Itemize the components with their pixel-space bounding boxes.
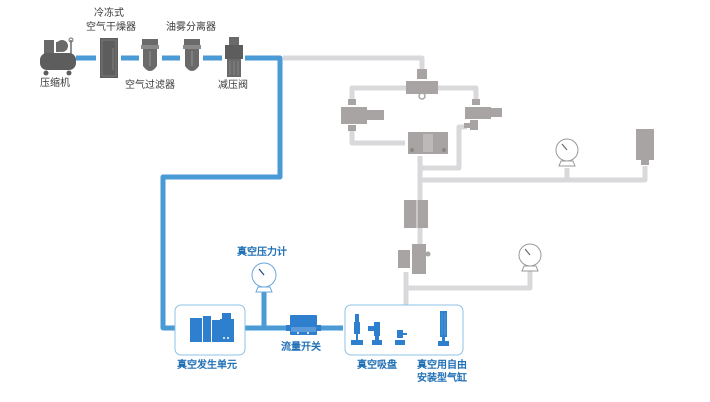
vacuum-unit-label: 真空发生单元: [177, 360, 237, 371]
compressor-label: 压缩机: [40, 78, 70, 89]
dryer-label-line2: 空气干燥器: [86, 22, 136, 33]
mist-separator-icon: [183, 39, 201, 71]
regulator-icon: [225, 37, 243, 77]
pressure-gauge-lower-icon: [518, 243, 542, 272]
flow-switch-label: 流量开关: [281, 342, 321, 353]
blue-pipe-regulator-out: [160, 55, 283, 331]
air-dryer-icon: [100, 38, 118, 78]
compressor-icon: [40, 37, 76, 76]
air-filter-icon: [141, 39, 159, 71]
suction-cup-label: 真空吸盘: [357, 360, 397, 371]
grey-pipe-right-loop: [434, 85, 479, 104]
speed-controller-left-icon: [341, 99, 384, 131]
air-filter-label: 空气过滤器: [125, 80, 175, 91]
pressure-gauge-right-icon: [555, 138, 579, 167]
cylinder-label-line1: 真空用自由: [417, 360, 467, 371]
grey-pipe-left-loop: [349, 85, 410, 104]
vacuum-gauge-label: 真空压力计: [237, 247, 287, 258]
grey-pipe-right-down: [420, 124, 467, 171]
speed-controller-right-icon: [464, 99, 502, 130]
grey-pipe-top: [283, 55, 425, 75]
ejector-block-icon: [404, 200, 428, 228]
flow-switch-icon: [286, 315, 321, 335]
blue-piping: [76, 55, 343, 331]
vacuum-gauge-icon: [251, 262, 277, 293]
solenoid-valve-manifold-icon: [408, 132, 448, 154]
regulator-label: 减压阀: [218, 80, 248, 91]
pressure-sensor-icon: [636, 129, 654, 165]
cylinder-label-line2: 安装型气缸: [417, 373, 467, 384]
check-valve-icon: [398, 244, 431, 274]
dryer-label-line1: 冷冻式: [94, 8, 124, 19]
grey-piping: [283, 55, 648, 305]
vacuum-generator-unit-icon: [190, 313, 234, 342]
grey-pipe-right-horizontal: [420, 166, 648, 183]
grey-pipe-lower-horizontal: [406, 270, 533, 291]
mist-separator-label: 油雾分离器: [166, 22, 216, 33]
grey-pipe-left-down: [349, 128, 405, 146]
t-fitting-icon: [406, 69, 438, 100]
suction-cup-group-icon: [351, 314, 407, 345]
vacuum-cylinder-icon: [438, 311, 449, 346]
